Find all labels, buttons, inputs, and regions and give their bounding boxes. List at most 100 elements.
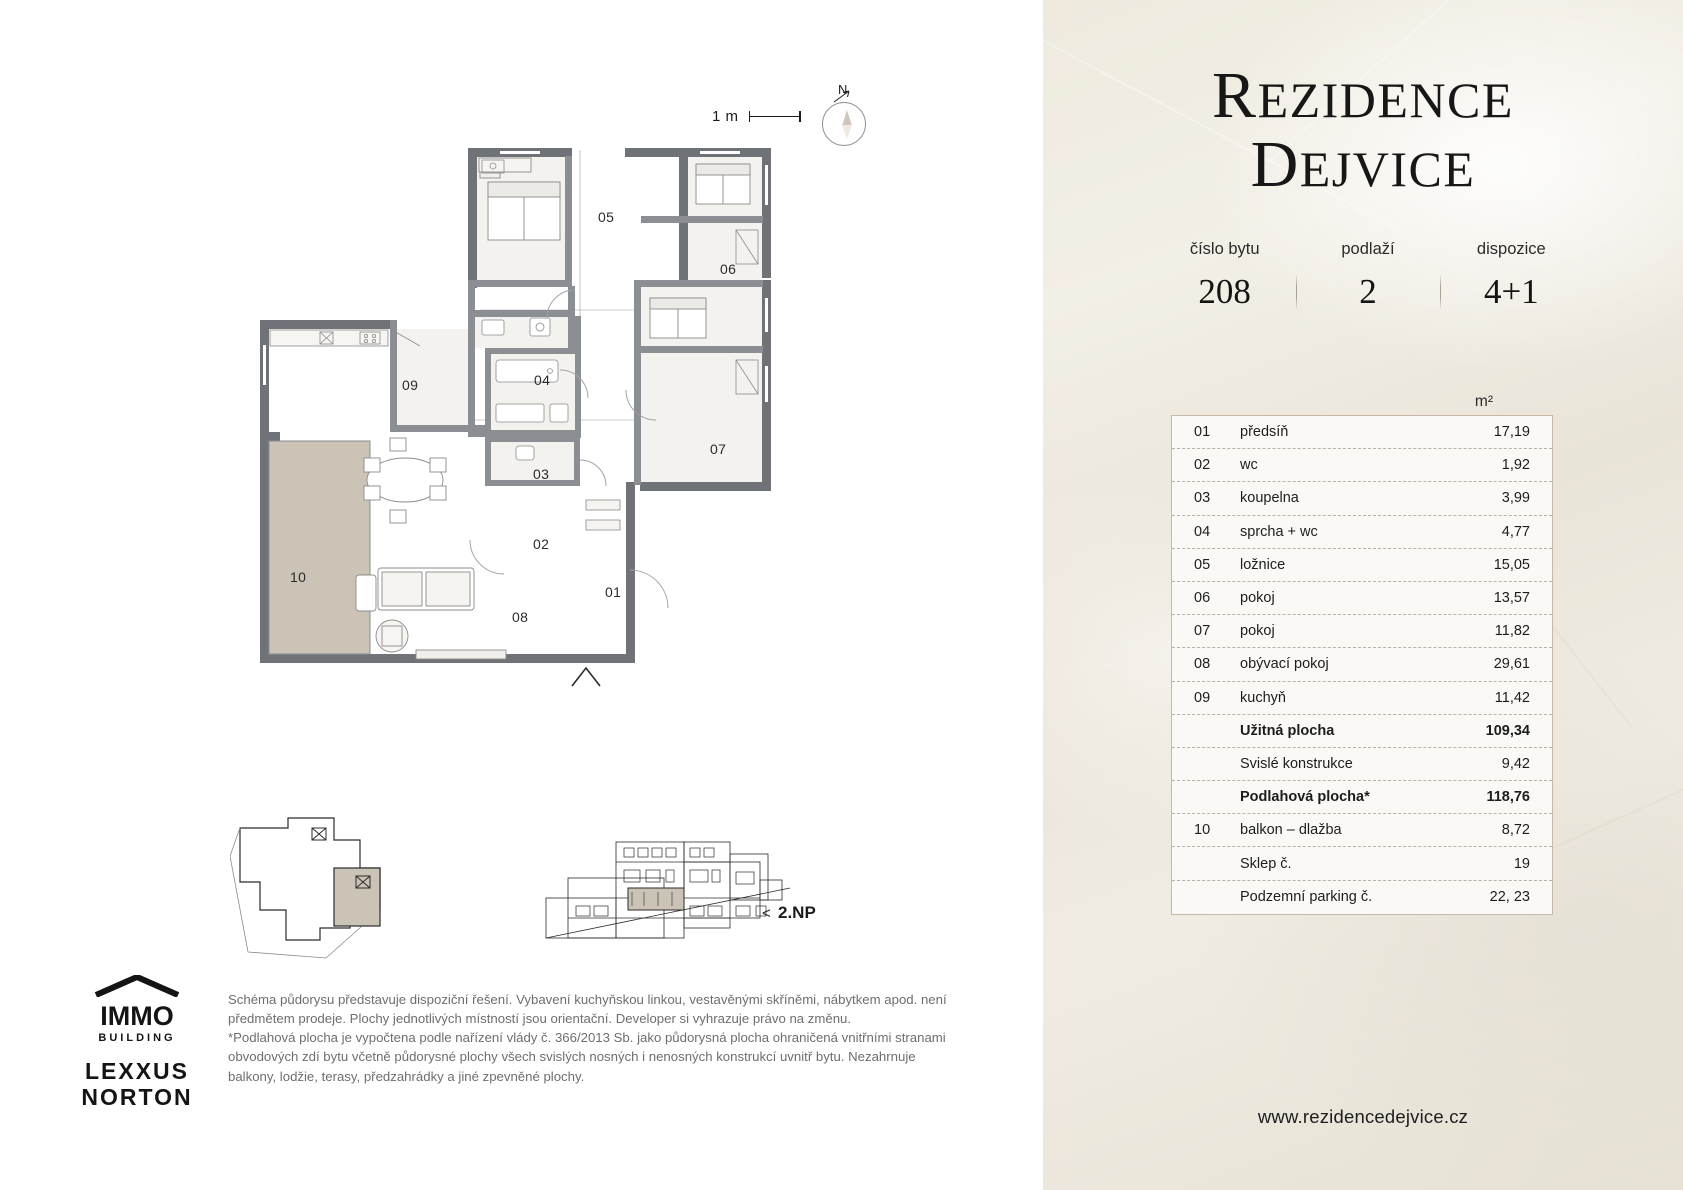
row-name: předsíň: [1240, 424, 1289, 441]
table-row: 10 balkon – dlažba 8,72: [1172, 814, 1552, 848]
floor-marker-label: 2.NP: [778, 903, 816, 922]
table-row: 08 obývací pokoj 29,61: [1172, 648, 1552, 682]
row-value: 1,92: [1501, 457, 1530, 474]
row-index: 10: [1194, 822, 1211, 839]
website-url[interactable]: www.rezidencedejvice.cz: [1257, 1106, 1469, 1127]
row-value: 17,19: [1493, 424, 1530, 441]
lexxus-norton-logo: LEXXUS NORTON: [62, 1058, 212, 1111]
disclaimer-text: Schéma půdorysu představuje dispoziční ř…: [228, 990, 1040, 1086]
row-name: kuchyň: [1240, 689, 1286, 706]
row-name: koupelna: [1240, 490, 1299, 507]
building-section-drawing: [540, 810, 860, 960]
plan-room-label-03: 03: [533, 466, 550, 482]
table-row: 01 předsíň 17,19: [1172, 416, 1552, 450]
row-value: 13,57: [1493, 590, 1530, 607]
row-name: obývací pokoj: [1240, 656, 1329, 673]
row-index: 08: [1194, 656, 1211, 673]
floor-marker-arrow-icon: <: [762, 905, 771, 922]
row-name: sprcha + wc: [1240, 523, 1318, 540]
table-row-total-floor: Podlahová plocha* 118,76: [1172, 781, 1552, 815]
row-value: 4,77: [1501, 523, 1530, 540]
plan-room-label-06: 06: [720, 261, 737, 277]
row-value: 11,82: [1494, 623, 1530, 640]
compass-north-icon: N: [818, 82, 874, 154]
row-value: 3,99: [1501, 490, 1530, 507]
row-index: 03: [1194, 490, 1211, 507]
row-index: 01: [1194, 424, 1211, 441]
apartment-meta-labels: číslo bytu podlaží dispozice: [1153, 240, 1583, 259]
compass-north-label: N: [838, 82, 848, 97]
lexxus-line-1: LEXXUS: [84, 1058, 190, 1084]
row-value: 22, 23: [1489, 889, 1530, 906]
table-row: Svislé konstrukce 9,42: [1172, 748, 1552, 782]
row-value: 109,34: [1485, 722, 1530, 739]
meta-label-layout: dispozice: [1476, 240, 1546, 258]
row-name: wc: [1240, 457, 1258, 474]
row-name: Užitná plocha: [1240, 722, 1335, 739]
meta-value-floor: 2: [1296, 272, 1439, 312]
plan-room-label-01: 01: [605, 584, 622, 600]
row-value: 15,05: [1493, 556, 1530, 573]
row-name: Podzemní parking č.: [1240, 889, 1373, 906]
brand-line-2: DEJVICE: [1043, 130, 1683, 200]
row-name: Sklep č.: [1240, 855, 1292, 872]
immo-building-logo: IMMO BUILDING: [62, 973, 212, 1044]
row-name: ložnice: [1240, 556, 1286, 573]
row-value: 9,42: [1501, 755, 1530, 772]
row-value: 118,76: [1486, 789, 1530, 806]
plan-room-label-07: 07: [710, 441, 727, 457]
meta-label-unit-number: číslo bytu: [1189, 240, 1260, 258]
row-index: 05: [1194, 556, 1211, 573]
row-index: 04: [1194, 523, 1211, 540]
table-row: 03 koupelna 3,99: [1172, 482, 1552, 516]
scale-label: 1 m: [712, 108, 739, 125]
table-row: 04 sprcha + wc 4,77: [1172, 516, 1552, 549]
table-row-total-usable: Užitná plocha 109,34: [1172, 715, 1552, 748]
row-value: 11,42: [1494, 689, 1530, 706]
row-name: balkon – dlažba: [1240, 822, 1342, 839]
meta-label-floor: podlaží: [1341, 240, 1395, 258]
disclaimer-line-2: předmětem prodeje. Plochy jednotlivých m…: [228, 1011, 852, 1027]
row-index: 06: [1194, 590, 1211, 607]
plan-room-label-05: 05: [598, 209, 615, 225]
row-index: 09: [1194, 689, 1211, 706]
meta-value-unit-number: 208: [1198, 272, 1251, 311]
plan-room-label-10: 10: [290, 569, 307, 585]
table-row: 06 pokoj 13,57: [1172, 582, 1552, 616]
row-value: 29,61: [1493, 656, 1530, 673]
plan-room-label-09: 09: [402, 377, 419, 393]
compass-arrow-icon: [833, 90, 850, 103]
row-index: 07: [1194, 623, 1211, 640]
row-name: Svislé konstrukce: [1240, 755, 1353, 772]
table-row: 05 ložnice 15,05: [1172, 549, 1552, 582]
brand-line-2-rest: EJVICE: [1299, 140, 1476, 197]
site-plan-drawing: [229, 810, 420, 960]
row-index: 02: [1194, 457, 1211, 474]
immo-wordmark: IMMO: [100, 1001, 174, 1031]
meta-value-layout: 4+1: [1439, 272, 1583, 312]
table-row: 09 kuchyň 11,42: [1172, 682, 1552, 715]
plan-room-label-08: 08: [512, 609, 529, 625]
row-name: pokoj: [1240, 623, 1275, 640]
brand-line-1: REZIDENCE: [1043, 59, 1683, 132]
row-name: pokoj: [1240, 590, 1275, 607]
scale-bar-icon: [748, 111, 801, 122]
floorplan-area: 1 m N: [62, 82, 1040, 1111]
plan-room-label-04: 04: [534, 372, 551, 388]
project-brand-title: REZIDENCE DEJVICE: [1043, 59, 1683, 200]
lexxus-line-2: NORTON: [81, 1084, 193, 1111]
apartment-floorplan-drawing: [230, 120, 850, 740]
disclaimer-line-4: obvodových zdí bytu včetně půdorysné plo…: [228, 1049, 916, 1065]
table-row-parking: Podzemní parking č. 22, 23: [1172, 881, 1552, 914]
row-value: 19: [1513, 855, 1530, 872]
disclaimer-line-5: balkony, lodžie, terasy, předzahrádky a …: [228, 1068, 585, 1084]
row-name: Podlahová plocha*: [1240, 789, 1370, 806]
house-roof-icon: [94, 973, 180, 998]
apartment-info-panel: REZIDENCE DEJVICE číslo bytu podlaží dis…: [1043, 0, 1683, 1190]
disclaimer-line-3: *Podlahová plocha je vypočtena podle nař…: [228, 1030, 946, 1046]
logo-group: IMMO BUILDING LEXXUS NORTON: [62, 973, 212, 1111]
brand-line-1-initial: R: [1212, 59, 1258, 132]
table-row: 07 pokoj 11,82: [1172, 615, 1552, 649]
area-unit-header: m²: [1474, 393, 1493, 410]
table-row: 02 wc 1,92: [1172, 449, 1552, 483]
